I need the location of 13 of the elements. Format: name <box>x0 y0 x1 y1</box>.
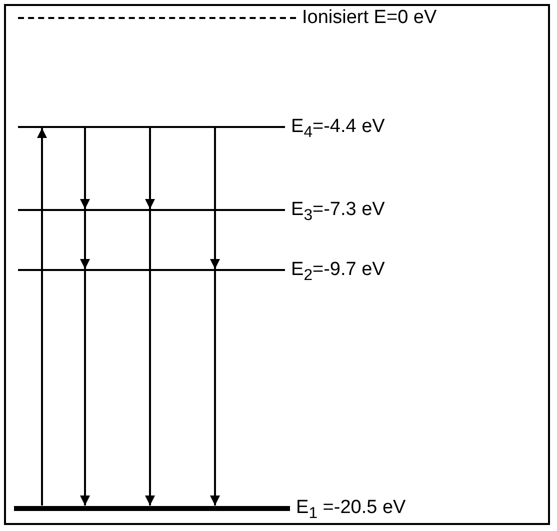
energy-label: Ionisiert E=0 eV <box>302 7 437 29</box>
energy-label: E$_{4}$=-4.4 eV <box>291 116 385 143</box>
transition-arrow <box>145 128 155 209</box>
transition-arrow <box>80 128 90 209</box>
transition-arrow <box>210 271 220 506</box>
energy-label: E$_{1}$ =-20.5 eV <box>296 497 406 524</box>
transition-arrow <box>210 128 220 269</box>
transition-arrow <box>80 271 90 506</box>
transition-arrow <box>37 128 47 506</box>
transition-arrow <box>145 211 155 506</box>
transition-arrow <box>80 211 90 269</box>
energy-label: E$_{3}$=-7.3 eV <box>291 199 385 226</box>
energy-label: E$_{2}$=-9.7 eV <box>291 259 385 286</box>
